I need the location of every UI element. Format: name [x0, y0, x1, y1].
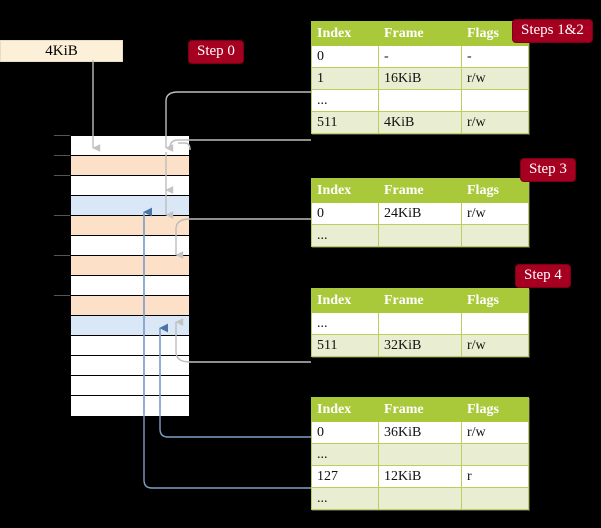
table-cell: r/w	[461, 67, 529, 90]
table-cell: 12KiB	[378, 465, 462, 488]
table-cell: r/w	[461, 421, 529, 444]
table-cell: -	[461, 45, 529, 68]
table-cell: ...	[311, 312, 379, 335]
table-cell	[461, 312, 529, 335]
memory-tick-mark	[54, 155, 70, 156]
table-cell	[378, 487, 462, 510]
table-cell: r/w	[461, 334, 529, 357]
memory-frame-row	[71, 236, 189, 256]
column-header-flags: Flags	[461, 397, 529, 422]
table-row: ...	[311, 312, 529, 335]
column-header-index: Index	[311, 178, 379, 203]
memory-frame-row	[71, 276, 189, 296]
table-cell: 1	[311, 67, 379, 90]
table-row: ...	[311, 89, 529, 112]
table-cell: ...	[311, 487, 379, 510]
column-header-frame: Frame	[378, 397, 462, 422]
column-header-index: Index	[311, 21, 379, 46]
physical-memory-column	[70, 135, 190, 417]
table-cell	[461, 487, 529, 510]
table-row: ...	[311, 224, 529, 247]
memory-tick-mark	[54, 135, 70, 136]
table-row: ...	[311, 487, 529, 510]
memory-tick-mark	[54, 255, 70, 256]
table-cell	[378, 312, 462, 335]
column-header-index: Index	[311, 397, 379, 422]
column-header-flags: Flags	[461, 288, 529, 313]
table-row: 0--	[311, 45, 529, 68]
source-frame-box: 4KiB	[0, 40, 123, 62]
column-header-flags: Flags	[461, 178, 529, 203]
memory-frame-row	[71, 296, 189, 316]
table-cell: r/w	[461, 111, 529, 134]
table-cell: 4KiB	[378, 111, 462, 134]
table-cell: 0	[311, 45, 379, 68]
table-cell	[461, 443, 529, 466]
source-frame-label: 4KiB	[45, 43, 78, 59]
memory-frame-row	[71, 376, 189, 396]
table-cell	[378, 443, 462, 466]
table-cell	[378, 224, 462, 247]
table-cell: 36KiB	[378, 421, 462, 444]
memory-frame-row	[71, 216, 189, 236]
table-cell: 32KiB	[378, 334, 462, 357]
badge-step0: Step 0	[189, 41, 243, 63]
table-cell: 16KiB	[378, 67, 462, 90]
table-cell: 0	[311, 202, 379, 225]
table-cell: 511	[311, 334, 379, 357]
badge-steps12: Steps 1&2	[513, 20, 592, 42]
memory-frame-row	[71, 176, 189, 196]
memory-frame-row	[71, 256, 189, 276]
table-cell: ...	[311, 224, 379, 247]
table-cell: 0	[311, 421, 379, 444]
badge-step4: Step 4	[516, 265, 570, 287]
memory-frame-row	[71, 396, 189, 416]
column-header-frame: Frame	[378, 21, 462, 46]
column-header-index: Index	[311, 288, 379, 313]
memory-frame-row	[71, 316, 189, 336]
table-cell: -	[378, 45, 462, 68]
column-header-frame: Frame	[378, 178, 462, 203]
table-cell: ...	[311, 89, 379, 112]
table-cell	[461, 89, 529, 112]
badge-step3: Step 3	[521, 159, 575, 181]
memory-frame-row	[71, 196, 189, 216]
memory-frame-row	[71, 336, 189, 356]
table-cell: 24KiB	[378, 202, 462, 225]
table-cell: ...	[311, 443, 379, 466]
memory-tick-mark	[54, 295, 70, 296]
memory-tick-mark	[54, 215, 70, 216]
table-cell: 511	[311, 111, 379, 134]
memory-frame-row	[71, 156, 189, 176]
table-row: ...	[311, 443, 529, 466]
memory-tick-mark	[54, 175, 70, 176]
table-cell: r/w	[461, 202, 529, 225]
table-cell	[461, 224, 529, 247]
column-header-frame: Frame	[378, 288, 462, 313]
table-cell	[378, 89, 462, 112]
table-cell: 127	[311, 465, 379, 488]
memory-frame-row	[71, 136, 189, 156]
table-cell: r	[461, 465, 529, 488]
memory-frame-row	[71, 356, 189, 376]
